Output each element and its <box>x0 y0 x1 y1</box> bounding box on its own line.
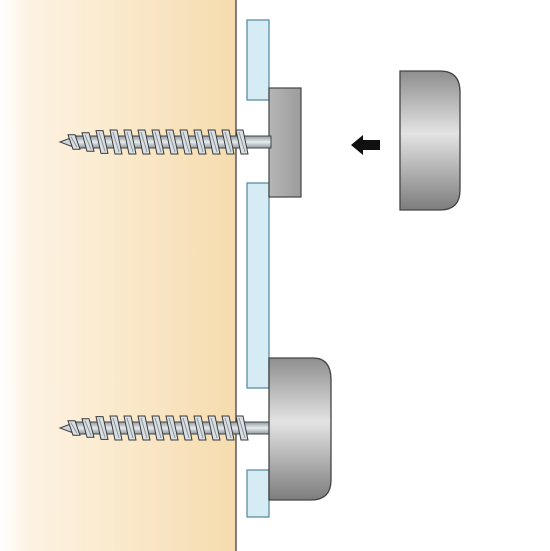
screw-thread-shade <box>98 418 106 438</box>
screw-thread-shade <box>168 131 176 153</box>
screw-thread-shade <box>70 136 78 148</box>
screw-thread-shade <box>168 417 176 439</box>
screw-thread-shade <box>154 131 162 153</box>
screw-top <box>58 129 272 155</box>
panel-segment-top <box>246 19 270 101</box>
screw-thread-shade <box>112 417 120 439</box>
screw-thread-shade <box>210 131 218 153</box>
screw-thread-shade <box>238 417 246 439</box>
panel-segment-bottom <box>246 469 270 518</box>
spacer-top <box>268 87 302 198</box>
screw-bottom <box>58 415 272 441</box>
panel-segment-middle <box>246 182 270 389</box>
screw-thread-shade <box>140 417 148 439</box>
screw-thread-shade <box>126 417 134 439</box>
screw-thread-shade <box>182 131 190 153</box>
screw-thread-shade <box>182 417 190 439</box>
left-arrow-icon <box>351 135 380 155</box>
cap-detached <box>399 70 461 211</box>
screw-thread-shade <box>196 417 204 439</box>
screw-thread-shade <box>84 134 92 150</box>
screw-thread-shade <box>70 422 78 434</box>
screw-thread-shade <box>126 131 134 153</box>
screw-thread-shade <box>196 131 204 153</box>
screw-thread-shade <box>140 131 148 153</box>
screw-thread-shade <box>98 132 106 152</box>
screw-thread-shade <box>84 420 92 436</box>
screw-thread-shade <box>224 417 232 439</box>
screw-thread-shade <box>210 417 218 439</box>
cap-attached <box>268 357 332 501</box>
screw-thread-shade <box>154 417 162 439</box>
screw-thread-shade <box>238 131 246 153</box>
wall <box>0 0 236 551</box>
screw-thread-shade <box>112 131 120 153</box>
screw-thread-shade <box>224 131 232 153</box>
